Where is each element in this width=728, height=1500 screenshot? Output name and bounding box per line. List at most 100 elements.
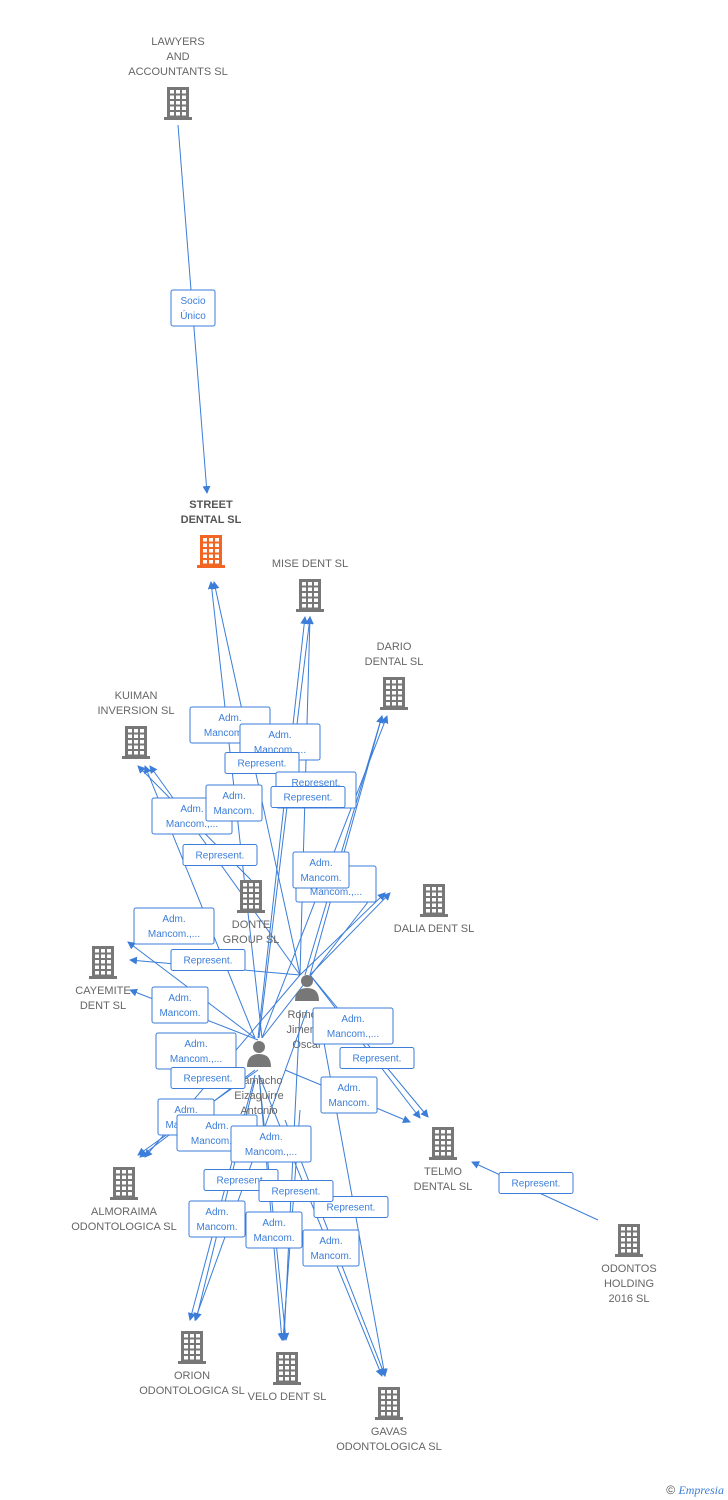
edge-label-box [230,1125,312,1163]
node-telmo[interactable]: TELMO DENTAL SL [414,1127,473,1193]
edge-label-text: Adm. [259,1132,282,1143]
edge-label-text: Mancom.,... [327,1029,379,1040]
node-label: DENTAL SL [365,656,424,668]
node-label: AND [166,51,189,63]
node-label: MISE DENT SL [272,558,348,570]
edge-label-box [170,1067,246,1089]
edge-label[interactable]: Adm. Mancom.,... [133,907,215,945]
edge-label[interactable]: Represent. [339,1047,415,1069]
node-label: LAWYERS [151,36,204,48]
node-velo[interactable]: VELO DENT SL [248,1352,327,1403]
edge-label[interactable]: Adm.Mancom.,... [155,1032,237,1070]
edge-label-text: Adm. [180,804,203,815]
edge-label[interactable]: Adm.Mancom.,... [230,1125,312,1163]
edge-label[interactable]: Represent. [313,1196,389,1218]
node-kuiman[interactable]: KUIMAN INVERSION SL [97,690,175,759]
node-label: DENTAL SL [414,1181,473,1193]
edge-label-text: Mancom.,... [148,929,200,940]
edge-label[interactable]: Adm.Mancom. [151,986,209,1024]
edge-label[interactable]: Adm.Mancom. [292,851,350,889]
edge-label[interactable]: Represent. [224,752,300,774]
node-label: DENT SL [80,1000,126,1012]
node-label: STREET [189,499,233,511]
node-label: DALIA DENT SL [394,923,475,935]
edge-camacho-velo [258,1074,286,1341]
node-label: ODONTOLOGICA SL [336,1441,442,1453]
edge-label-box [320,1076,378,1114]
edge-label-text: Adm. [222,791,245,802]
node-label: ALMORAIMA [91,1206,158,1218]
edge-label-text: Adm. [162,914,185,925]
edge-label-box [133,907,215,945]
edge-label[interactable]: Represent. [258,1180,334,1202]
edge-label-text: Mancom.,... [170,1054,222,1065]
building-icon [615,1224,643,1257]
node-label: ODONTOS [601,1263,656,1275]
edge-label-box [182,844,258,866]
edge-label[interactable]: Represent. [170,949,246,971]
edge-label[interactable]: Represent. [170,1067,246,1089]
edge-camacho-velo [258,1074,290,1341]
edge-romero-telmo [309,974,429,1118]
edge-label-text: Represent. [196,851,245,862]
edge-label-text: Mancom.,... [166,819,218,830]
edge-label[interactable]: Adm.Mancom. [302,1229,360,1267]
edge-label-text: Mancom. [310,1251,351,1262]
edge-romero-dario [304,715,384,976]
edge-label-box [170,289,216,327]
node-label: ORION [174,1370,210,1382]
edge-label-box [292,851,350,889]
edge-label-box [302,1229,360,1267]
edge-label[interactable]: Adm.Mancom. [320,1076,378,1114]
edge-romero-dalia [299,892,386,976]
node-dalia[interactable]: DALIA DENT SL [394,884,475,935]
node-label: INVERSION SL [97,705,174,717]
edge-label-box [224,752,300,774]
edge-label[interactable]: Represent. [498,1172,574,1194]
node-mise[interactable]: MISE DENT SL [272,558,348,612]
edge-label-text: Represent. [217,1176,266,1187]
edge-label-text: Represent. [512,1179,561,1190]
node-label: KUIMAN [115,690,158,702]
edge-camacho-gavas [258,1074,384,1377]
edge-camacho-mise [258,616,314,1039]
edge-label[interactable]: Adm.Mancom. [245,1211,303,1249]
edge-label-text: Represent. [327,1203,376,1214]
edge-camacho-dalia [261,892,376,1039]
node-label: TELMO [424,1166,462,1178]
edge-label-box [498,1172,574,1194]
edge-label-box [170,949,246,971]
edge-label[interactable]: Adm.Mancom.,... [239,723,321,761]
edge-label[interactable]: Adm.Mancom. [205,784,263,822]
edge-label-text: Mancom. [300,873,341,884]
edge-label[interactable]: Represent. [270,786,346,808]
edge-label[interactable]: Adm.Mancom.,... [312,1007,394,1045]
footer-brand[interactable]: © Empresia [666,1483,724,1498]
edge-label-text: Adm. [174,1105,197,1116]
edge-camacho-mise [257,616,309,1039]
edge-label-text: Adm. [268,730,291,741]
building-icon [164,87,192,120]
edge-label[interactable]: Adm.Mancom. [188,1200,246,1238]
edge-label-text: Represent. [292,778,341,789]
edge-label[interactable]: Represent. [182,844,258,866]
building-icon [197,535,225,568]
person-icon [247,1041,271,1067]
building-icon [420,884,448,917]
edge-label-box [270,786,346,808]
edge-label-box [188,1200,246,1238]
copyright-symbol: © [666,1483,676,1497]
